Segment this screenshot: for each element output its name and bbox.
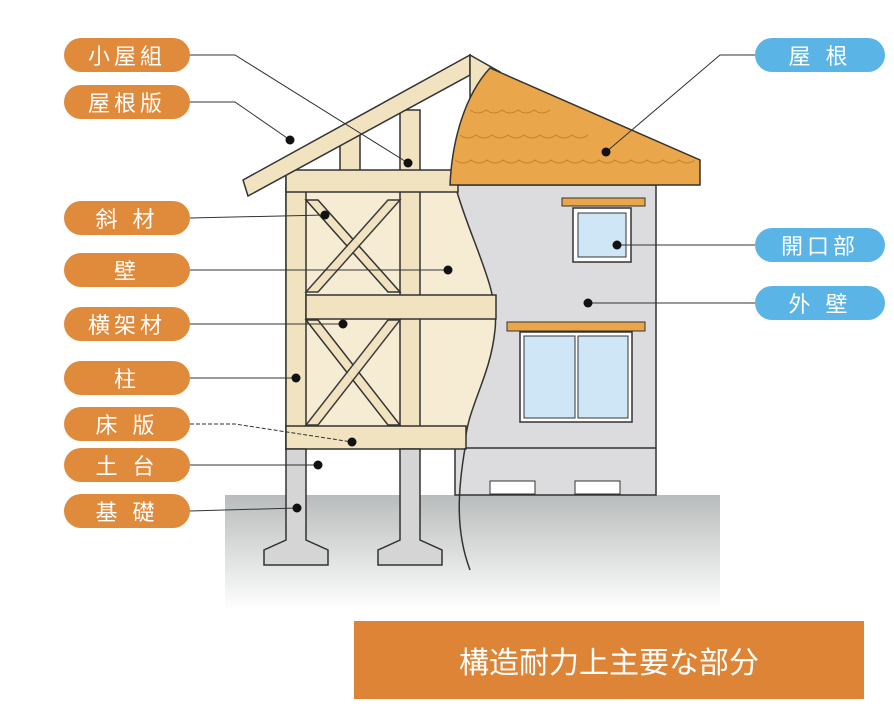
vent xyxy=(574,480,621,495)
caption-box: 構造耐力上主要な部分 xyxy=(354,621,864,699)
window-lintel xyxy=(506,321,646,332)
window-lintel xyxy=(561,197,646,207)
label-dodai: 土 台 xyxy=(64,448,190,482)
label-yukaban: 床 版 xyxy=(64,407,190,441)
label-yaneban: 屋根版 xyxy=(64,85,190,119)
label-yane: 屋 根 xyxy=(755,38,885,72)
label-okakazai: 横架材 xyxy=(64,307,190,341)
label-koyagumi: 小屋組 xyxy=(64,38,190,72)
vent xyxy=(489,480,536,495)
roof-shingles xyxy=(449,67,701,186)
label-kiso: 基 礎 xyxy=(64,494,190,528)
label-hashira: 柱 xyxy=(64,361,190,395)
marker-dots xyxy=(285,135,622,513)
label-shazai: 斜 材 xyxy=(64,201,190,235)
label-kaikoubu: 開口部 xyxy=(755,228,885,262)
label-kabe: 壁 xyxy=(64,253,190,287)
label-gaiheki: 外 壁 xyxy=(755,286,885,320)
